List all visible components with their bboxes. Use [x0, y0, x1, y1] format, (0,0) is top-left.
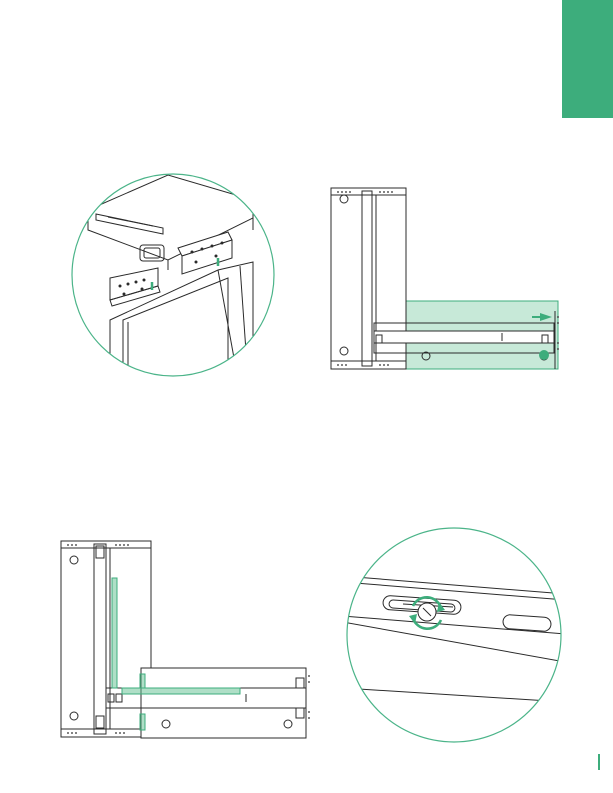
- assembly-l-frame-panel: [326, 183, 566, 373]
- page-marker: [598, 754, 600, 770]
- detail-top-corner-brackets: [68, 170, 278, 380]
- assembly-l-frame-rails: [56, 536, 316, 742]
- section-tab: [562, 0, 613, 118]
- detail-slot-screw-rotate: [343, 524, 565, 746]
